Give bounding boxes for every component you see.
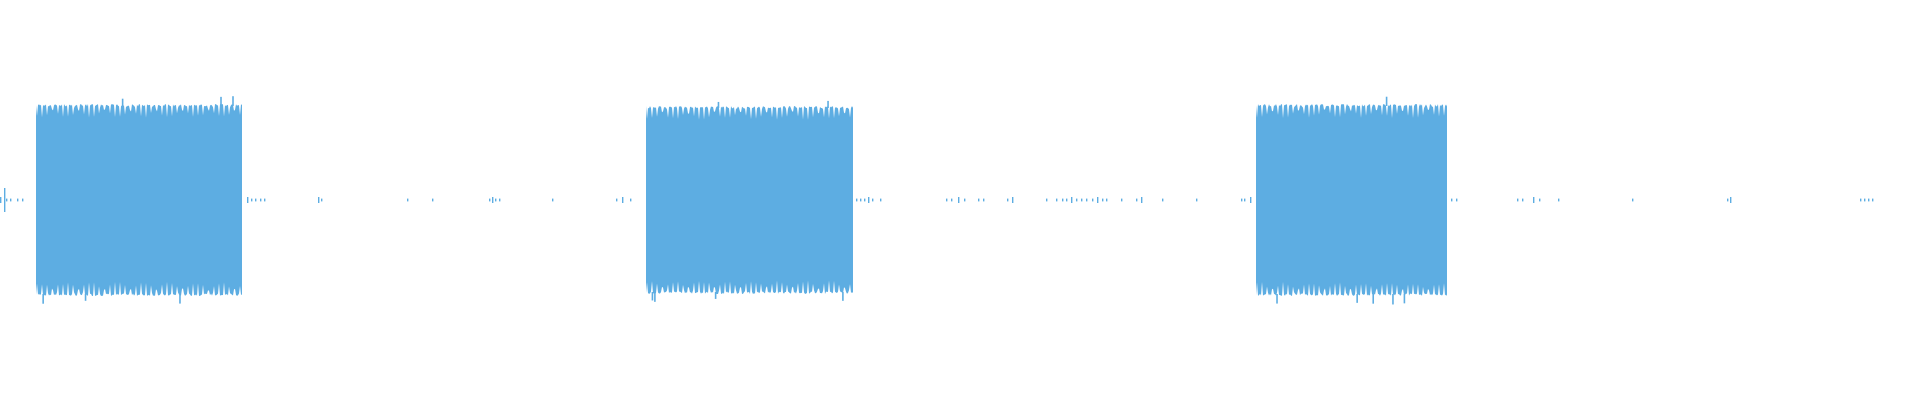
noise-tick <box>1872 198 1874 202</box>
noise-tick <box>432 198 434 202</box>
tone-burst <box>646 100 853 302</box>
noise-tick <box>1558 198 1560 202</box>
noise-tick <box>1730 197 1732 203</box>
noise-tick <box>1141 197 1143 203</box>
noise-tick <box>1533 197 1535 203</box>
tone-burst <box>1256 96 1447 305</box>
noise-tick <box>1092 198 1094 202</box>
noise-tick <box>964 198 966 202</box>
tone-burst-body <box>646 106 853 295</box>
noise-tick <box>1864 198 1866 202</box>
tone-burst-peak <box>121 98 124 106</box>
noise-tick <box>1517 198 1519 202</box>
tone-burst-peak <box>1372 294 1375 304</box>
noise-tick <box>1007 198 1009 202</box>
noise-tick <box>407 198 409 202</box>
noise-tick <box>321 198 323 202</box>
noise-tick <box>492 197 494 203</box>
noise-tick <box>1244 198 1246 202</box>
noise-tick <box>1106 198 1108 202</box>
tone-burst-peak <box>1356 294 1358 303</box>
noise-spike <box>4 188 6 212</box>
noise-tick <box>622 197 624 203</box>
noise-tick <box>255 198 257 202</box>
noise-tick <box>1086 198 1088 202</box>
tone-burst-peak <box>654 292 656 302</box>
noise-tick <box>1081 198 1083 202</box>
noise-tick <box>1451 198 1453 202</box>
noise-tick <box>22 198 24 202</box>
noise-tick <box>1241 198 1243 202</box>
noise-tick <box>1539 198 1541 202</box>
noise-tick <box>951 198 953 202</box>
noise-tick <box>1250 197 1252 203</box>
noise-tick <box>499 198 501 202</box>
noise-tick <box>260 198 262 202</box>
noise-tick <box>1076 198 1078 202</box>
noise-tick <box>247 197 249 203</box>
noise-tick <box>17 198 19 202</box>
waveform-noise-ticks <box>0 188 1874 212</box>
tone-burst <box>36 96 242 304</box>
tone-burst-peak <box>651 292 654 301</box>
tone-burst-peak <box>220 96 222 106</box>
noise-tick <box>1162 198 1164 202</box>
tone-burst-body <box>1256 104 1447 296</box>
tone-burst-peak <box>232 96 234 106</box>
noise-tick <box>318 197 320 203</box>
noise-tick <box>983 198 985 202</box>
tone-burst-body <box>36 104 242 297</box>
noise-tick <box>860 198 862 202</box>
tone-burst-peak <box>1385 96 1388 106</box>
tone-burst-peak <box>714 292 717 299</box>
tone-burst-peak <box>1276 294 1278 304</box>
noise-tick <box>958 197 960 203</box>
noise-tick <box>251 198 253 202</box>
noise-tick <box>856 198 858 202</box>
noise-tick <box>978 198 980 202</box>
noise-tick <box>1196 198 1198 202</box>
noise-tick <box>1066 198 1068 202</box>
noise-tick <box>10 198 12 202</box>
noise-tick <box>1632 198 1634 202</box>
noise-tick <box>1456 198 1458 202</box>
noise-tick <box>864 198 866 202</box>
noise-tick <box>1868 198 1870 202</box>
noise-tick <box>1727 198 1729 202</box>
noise-tick <box>1071 197 1073 203</box>
noise-tick <box>1046 198 1048 202</box>
waveform-tone-bursts <box>36 96 1447 305</box>
noise-tick <box>872 198 874 202</box>
noise-tick <box>264 198 266 202</box>
noise-tick <box>1860 198 1862 202</box>
tone-burst-peak <box>1392 294 1394 305</box>
noise-tick <box>1522 198 1524 202</box>
noise-tick <box>630 198 632 202</box>
noise-tick <box>868 197 870 203</box>
noise-tick <box>616 198 618 202</box>
noise-tick <box>946 198 948 202</box>
noise-tick <box>1121 198 1123 202</box>
tone-burst-peak <box>827 100 829 108</box>
tone-burst-peak <box>42 294 44 304</box>
tone-burst-peak <box>842 292 844 301</box>
tone-burst-peak <box>1403 294 1406 304</box>
tone-burst-peak <box>179 294 181 304</box>
noise-tick <box>1012 197 1014 203</box>
noise-tick <box>1062 198 1064 202</box>
noise-tick <box>489 198 491 202</box>
noise-tick <box>880 198 882 202</box>
noise-tick <box>495 198 497 202</box>
noise-tick <box>1102 198 1104 202</box>
noise-tick <box>6 198 8 202</box>
noise-tick <box>552 198 554 202</box>
tone-burst-peak <box>717 101 720 108</box>
noise-tick <box>1097 197 1099 203</box>
noise-tick <box>1136 198 1138 202</box>
noise-tick <box>0 197 2 203</box>
tone-burst-peak <box>84 294 87 301</box>
noise-tick <box>1056 198 1058 202</box>
